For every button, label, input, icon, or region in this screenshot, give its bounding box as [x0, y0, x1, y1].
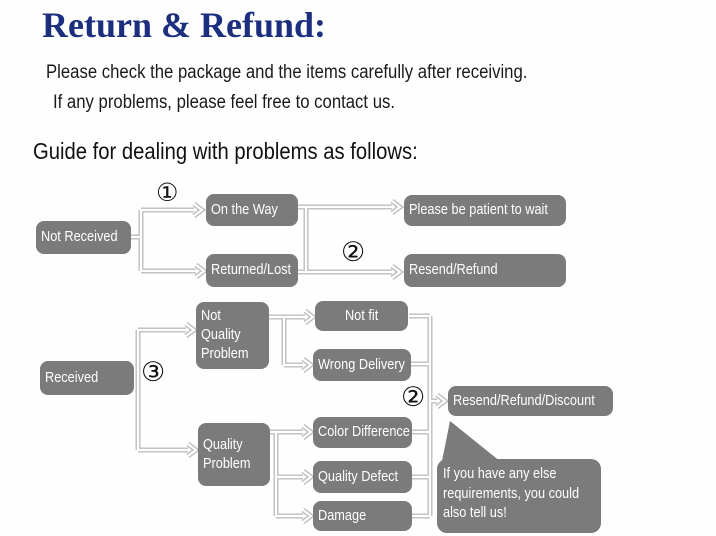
subtitle-line-1-text: Please check the package and the items c…: [46, 62, 528, 83]
subtitle-line-2-text: If any problems, please feel free to con…: [53, 92, 396, 113]
subtitle-line-2: If any problems, please feel free to con…: [53, 92, 442, 114]
node-damage-label: Damage: [318, 506, 367, 524]
node-quality-defect: Quality Defect: [313, 461, 412, 493]
speech-bubble-text: If you have any else requirements, you c…: [443, 465, 580, 521]
speech-bubble-tail: [441, 421, 506, 466]
step-marker-3: ③: [141, 357, 166, 388]
subtitle-line-1: Please check the package and the items c…: [46, 62, 593, 84]
node-not-quality-problem-label: Not Quality Problem: [201, 307, 249, 362]
page-title: Return & Refund:: [42, 5, 326, 45]
node-returned-lost: Returned/Lost: [206, 254, 298, 287]
step-marker-1: ①: [156, 178, 179, 207]
node-damage: Damage: [313, 501, 412, 531]
node-returned-lost-label: Returned/Lost: [211, 261, 292, 279]
node-resend-refund-discount: Resend/Refund/Discount: [448, 386, 613, 416]
node-quality-defect-label: Quality Defect: [318, 467, 399, 485]
step-marker-2-bottom: ②: [401, 382, 426, 413]
node-not-received-label: Not Received: [41, 228, 118, 246]
node-not-fit-label: Not fit: [344, 306, 379, 324]
step-marker-2-top: ②: [341, 237, 366, 268]
node-please-be-patient: Please be patient to wait: [404, 195, 566, 226]
node-received: Received: [40, 361, 134, 395]
node-quality-problem-label: Quality Problem: [203, 435, 251, 472]
guide-heading-text: Guide for dealing with problems as follo…: [33, 138, 418, 164]
node-resend-refund: Resend/Refund: [404, 254, 566, 287]
connector-lines: [130, 204, 437, 519]
node-not-received: Not Received: [36, 221, 131, 254]
node-please-be-patient-label: Please be patient to wait: [409, 201, 548, 219]
node-wrong-delivery: Wrong Delivery: [313, 349, 411, 381]
node-wrong-delivery-label: Wrong Delivery: [318, 355, 405, 373]
node-on-the-way-label: On the Way: [211, 200, 278, 218]
node-resend-refund-discount-label: Resend/Refund/Discount: [453, 391, 595, 409]
guide-heading: Guide for dealing with problems as follo…: [33, 138, 470, 165]
arrow-chevron-icons: [184, 199, 450, 524]
node-on-the-way: On the Way: [206, 194, 298, 226]
node-not-fit: Not fit: [315, 301, 408, 331]
node-quality-problem: Quality Problem: [198, 423, 270, 486]
node-color-difference: Color Difference: [313, 417, 412, 448]
node-color-difference-label: Color Difference: [318, 423, 410, 441]
node-received-label: Received: [45, 368, 99, 386]
node-not-quality-problem: Not Quality Problem: [196, 302, 269, 369]
node-resend-refund-label: Resend/Refund: [409, 261, 498, 279]
speech-bubble-note: If you have any else requirements, you c…: [437, 459, 601, 533]
